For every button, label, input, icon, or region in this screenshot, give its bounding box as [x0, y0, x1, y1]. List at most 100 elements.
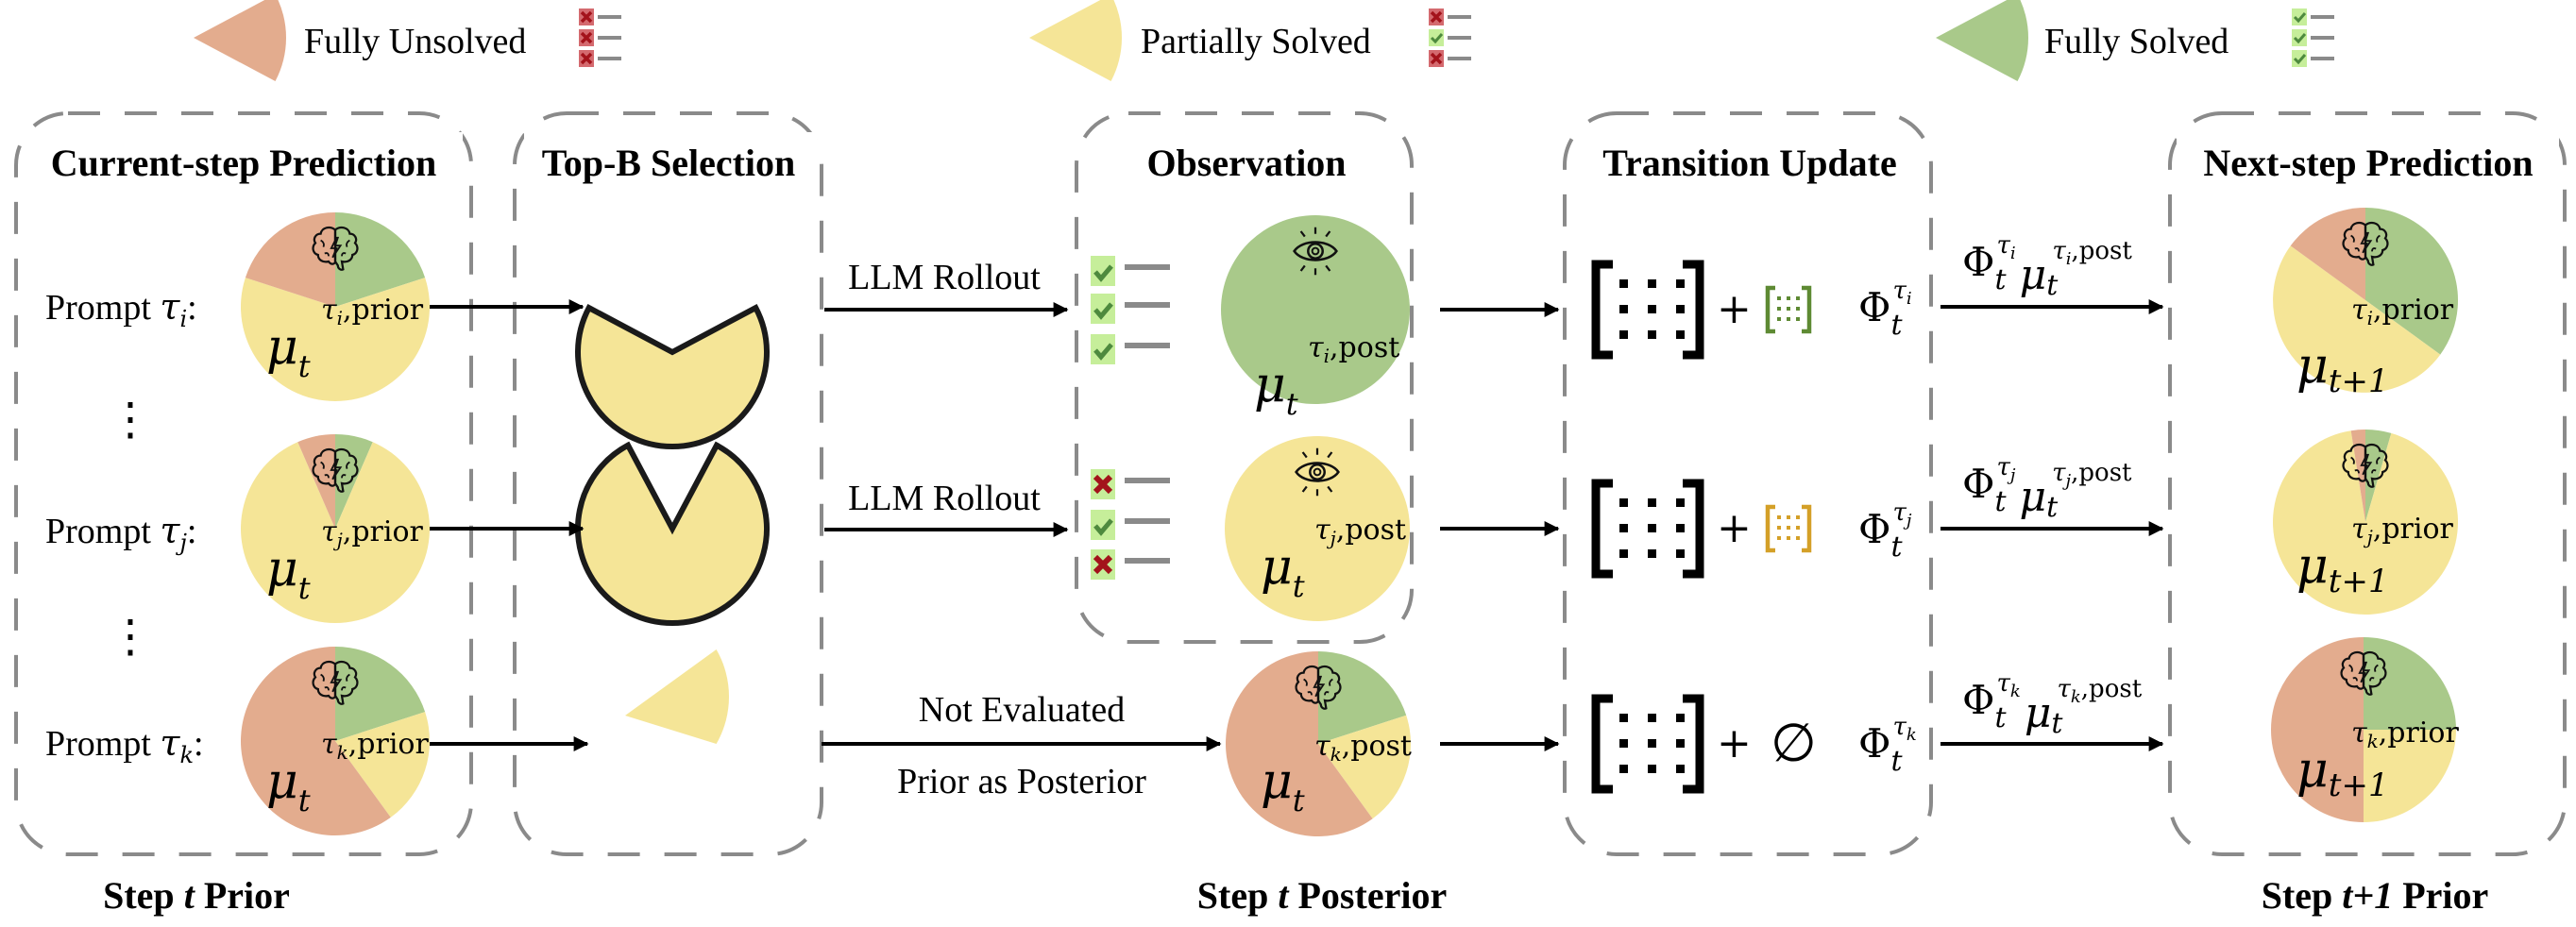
prior-sup-i: τi,prior	[321, 294, 424, 329]
prompt-labels: Prompt τi: Prompt τj: Prompt τk: ⋮ ⋮	[45, 286, 204, 768]
phi-j: Φtτj	[1858, 498, 1912, 564]
check-icon	[1091, 294, 1115, 324]
plus-sign: +	[1717, 504, 1752, 552]
legend: Fully Unsolved Partially Solved Fully So…	[194, 0, 2334, 82]
pie-slice-solved	[335, 434, 373, 529]
prior-sup-k: τk,prior	[321, 728, 429, 764]
pie-slice-partial	[240, 278, 430, 401]
legend-marks-partial	[1429, 8, 1471, 67]
post-sup-i: τi,post	[1308, 331, 1399, 367]
posterior-pie-k	[1225, 651, 1411, 837]
cross-icon	[1429, 8, 1444, 25]
pie-slice-partial	[2273, 245, 2441, 393]
delta-matrix-i	[1765, 285, 1812, 334]
phi-mu-post-i: Φtτiμtτi,post	[1962, 231, 2132, 302]
pie-labels: μtt τi,prior μt τj,prior μt τk,prior μt …	[266, 294, 2459, 818]
check-icon	[1429, 29, 1444, 46]
prior-pies	[240, 212, 430, 836]
prior-label-j: μt	[266, 541, 311, 606]
pie-slice-unsolved	[240, 647, 391, 836]
box-top-b	[513, 111, 823, 856]
rollout-marks	[1091, 256, 1170, 580]
vdots-1: ⋮	[108, 395, 153, 445]
check-icon	[2292, 29, 2307, 46]
posterior-pie-j	[1225, 436, 1410, 621]
post-sup-j: τj,post	[1314, 514, 1406, 549]
section-titles: Current-step Prediction Top-B Selection …	[28, 132, 2559, 184]
prior-pie-i	[240, 212, 430, 401]
pie-slice-solved	[335, 212, 426, 307]
pie-slice-solved	[1318, 651, 1407, 744]
pie-slice-solved	[1221, 215, 1410, 404]
cross-icon	[1429, 50, 1444, 67]
legend-label-fully-unsolved: Fully Unsolved	[304, 22, 526, 61]
footers: Step t Prior Step t Posterior Step t+1 P…	[103, 874, 2488, 917]
edge-labels: LLM Rollout LLM Rollout Not Evaluated Pr…	[848, 258, 1146, 801]
legend-label-fully-solved: Fully Solved	[2044, 22, 2229, 61]
phi-mu-post-k: Φtτkμtτk,post	[1962, 669, 2143, 740]
pie-slice-partial	[335, 712, 430, 817]
cross-icon	[1091, 469, 1115, 499]
prior-pie-j	[240, 434, 430, 623]
prompt-label-k: Prompt τk:	[45, 722, 204, 768]
prior-label-i: μtt	[266, 319, 311, 384]
footer-step-t1-prior: Step t+1 Prior	[2262, 874, 2489, 917]
delta-matrix-j	[1765, 504, 1812, 553]
prior-pie-k	[240, 647, 430, 836]
post-sup-k: τk,post	[1314, 730, 1412, 766]
base-matrix-k: +	[1591, 694, 1752, 794]
posterior-pies	[1221, 215, 1411, 837]
pie-slice-unsolved	[2350, 429, 2365, 522]
pie-slice-partial	[2272, 430, 2458, 615]
footer-step-t-posterior: Step t Posterior	[1197, 874, 1447, 917]
pie-slice-solved	[335, 647, 426, 741]
edge-label-rollout-i: LLM Rollout	[848, 258, 1041, 297]
next-sup-i: τi,prior	[2351, 294, 2454, 329]
check-icon	[1091, 256, 1115, 286]
transition-matrices: +++∅	[1591, 260, 1817, 794]
selected-shape-k	[625, 649, 729, 744]
legend-wedge-solved	[1936, 0, 2029, 82]
box-transition	[1563, 111, 1933, 856]
legend-item-partially-solved: Partially Solved	[1029, 0, 1471, 82]
edge-label-not-evaluated: Not Evaluated	[919, 690, 1125, 730]
title-next-step: Next-step Prediction	[2203, 142, 2533, 184]
check-icon	[2292, 50, 2307, 67]
section-boxes	[14, 111, 2567, 856]
base-matrix-j: +	[1591, 479, 1752, 579]
title-top-b: Top-B Selection	[542, 142, 796, 184]
check-icon	[1091, 334, 1115, 364]
base-matrix-i: +	[1591, 260, 1752, 360]
next-label-k: μt+1	[2296, 742, 2389, 804]
selected-shape-i	[575, 303, 770, 449]
pie-slice-unsolved	[245, 212, 335, 307]
top-b-selection-shapes	[575, 303, 770, 744]
footer-step-t-prior: Step t Prior	[103, 874, 290, 917]
prompt-label-j: Prompt τj:	[45, 510, 196, 556]
box-current-step	[14, 111, 473, 856]
legend-marks-solved	[2292, 8, 2334, 67]
next-prior-pie-k	[2271, 637, 2456, 822]
pie-slice-partial	[1225, 436, 1410, 621]
box-next-step	[2168, 111, 2567, 856]
title-observation: Observation	[1146, 142, 1346, 184]
next-sup-k: τk,prior	[2351, 716, 2459, 752]
cross-icon	[579, 50, 594, 67]
cross-icon	[579, 29, 594, 46]
pie-slice-unsolved	[2271, 637, 2364, 822]
phi-labels: Φtτi Φtτj Φtτk Φtτiμtτi,post Φtτjμtτj,po…	[1858, 231, 2143, 778]
pie-slice-partial	[240, 442, 430, 623]
box-observation	[1075, 111, 1414, 644]
legend-item-fully-solved: Fully Solved	[1936, 0, 2334, 82]
next-sup-j: τj,prior	[2351, 513, 2454, 548]
next-prior-pie-i	[2273, 208, 2458, 393]
check-icon	[2292, 8, 2307, 25]
next-label-j: μt+1	[2296, 538, 2389, 600]
title-current-step: Current-step Prediction	[51, 142, 436, 184]
cross-icon	[579, 8, 594, 25]
vdots-2: ⋮	[108, 612, 153, 662]
legend-label-partially-solved: Partially Solved	[1141, 22, 1371, 61]
legend-wedge-unsolved	[194, 0, 287, 82]
phi-i: Φtτi	[1858, 277, 1912, 342]
